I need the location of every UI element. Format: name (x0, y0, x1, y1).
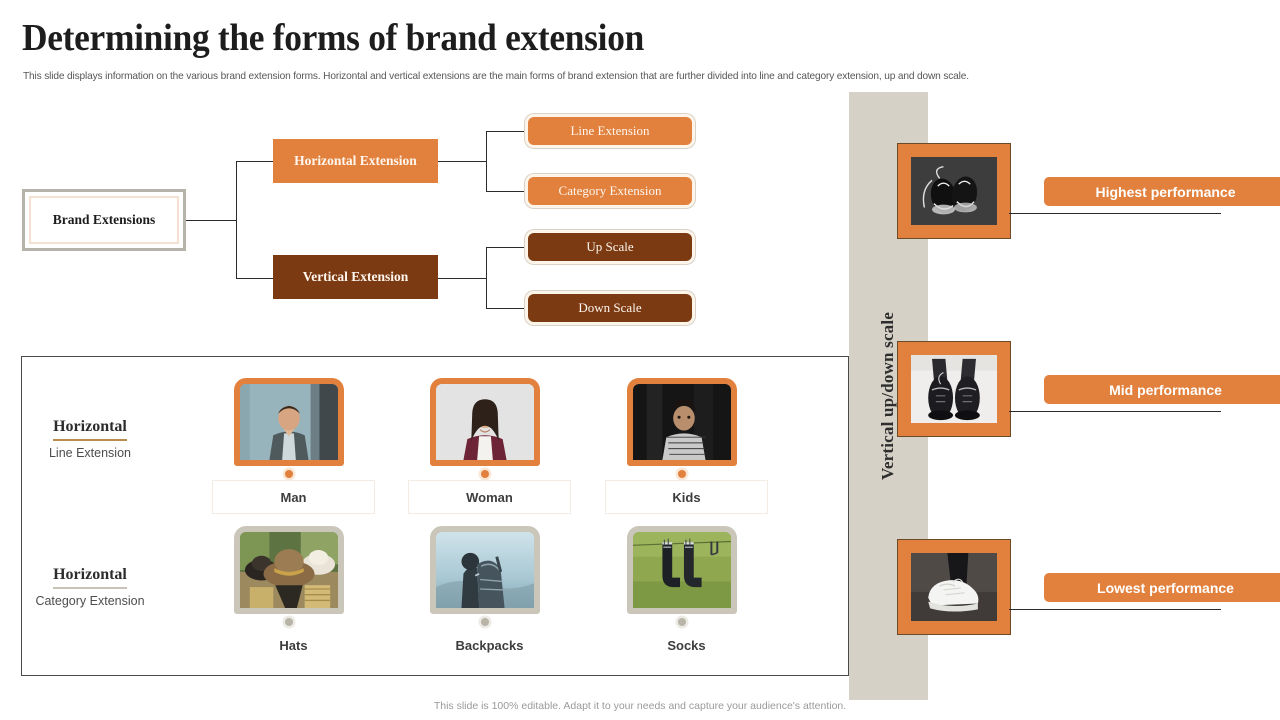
performance-label-lowest[interactable]: Lowest performance (1044, 573, 1280, 602)
performance-label-lowest-text: Lowest performance (1097, 579, 1234, 596)
socks-on-line-photo (633, 532, 731, 608)
hats-photo (240, 532, 338, 608)
connector-dot-socks (678, 618, 686, 626)
row-label-category-extension-subtitle: Category Extension (35, 594, 145, 608)
brand-extension-tree: Brand Extensions Horizontal Extension Ve… (0, 0, 860, 340)
performance-thumb-lowest (897, 539, 1011, 635)
tree-leaf-line-extension-label: Line Extension (570, 123, 650, 138)
tree-node-horizontal-extension-label: Horizontal Extension (294, 152, 417, 168)
page-title: Determining the forms of brand extension (22, 17, 644, 59)
white-sneaker-photo (911, 553, 997, 621)
connector-to-line-extension (486, 131, 526, 132)
connector-dot-backpacks (481, 618, 489, 626)
tree-leaf-down-scale-label: Down Scale (578, 300, 642, 315)
connector-dot-kids (678, 470, 686, 478)
tree-node-vertical-extension-label: Vertical Extension (302, 268, 409, 284)
row-label-category-extension: Horizontal Category Extension (0, 566, 180, 608)
performance-thumb-mid (897, 341, 1011, 437)
photo-card-backpacks[interactable]: Backpacks (430, 526, 540, 653)
tree-node-horizontal-extension[interactable]: Horizontal Extension (273, 139, 438, 183)
dress-shoes-photo (911, 355, 997, 423)
caption-man: Man (212, 480, 375, 514)
connector-to-vertical (236, 278, 274, 279)
woman-portrait-photo (436, 384, 534, 460)
page-subtitle: This slide displays information on the v… (23, 70, 969, 82)
performance-connector-mid (1009, 411, 1221, 412)
tree-leaf-down-scale[interactable]: Down Scale (525, 291, 695, 325)
photo-frame-socks (627, 526, 737, 614)
connector-vertical-stem (438, 278, 486, 279)
tree-node-root[interactable]: Brand Extensions (22, 189, 186, 251)
caption-backpacks: Backpacks (455, 637, 524, 653)
photo-card-kids[interactable]: Kids (605, 378, 768, 514)
connector-to-down-scale (486, 308, 526, 309)
caption-socks: Socks (667, 637, 706, 653)
performance-label-mid[interactable]: Mid performance (1044, 375, 1280, 404)
row-label-category-extension-title: Horizontal (53, 566, 127, 589)
connector-dot-woman (481, 470, 489, 478)
man-portrait-photo (240, 384, 338, 460)
photo-card-socks[interactable]: Socks (627, 526, 737, 653)
tree-node-vertical-extension[interactable]: Vertical Extension (273, 255, 438, 299)
backpack-hiker-photo (436, 532, 534, 608)
performance-connector-lowest (1009, 609, 1221, 610)
black-sneakers-photo (911, 157, 997, 225)
row-label-line-extension-subtitle: Line Extension (48, 446, 131, 460)
connector-horizontal-stem (438, 161, 486, 162)
tree-leaf-category-extension-label: Category Extension (558, 183, 662, 198)
photo-card-hats[interactable]: Hats (234, 526, 344, 653)
footer-note: This slide is 100% editable. Adapt it to… (433, 700, 847, 712)
tree-leaf-category-extension[interactable]: Category Extension (525, 174, 695, 208)
performance-thumb-highest (897, 143, 1011, 239)
caption-hats: Hats (279, 637, 308, 653)
photo-frame-man (234, 378, 344, 466)
performance-connector-highest (1009, 213, 1221, 214)
tree-leaf-line-extension[interactable]: Line Extension (525, 114, 695, 148)
tree-leaf-up-scale[interactable]: Up Scale (525, 230, 695, 264)
photo-card-man[interactable]: Man (212, 378, 375, 514)
performance-label-mid-text: Mid performance (1109, 381, 1222, 398)
connector-horizontal-spine (486, 131, 487, 191)
caption-kids: Kids (605, 480, 768, 514)
child-portrait-photo (633, 384, 731, 460)
photo-card-woman[interactable]: Woman (408, 378, 571, 514)
tree-leaf-up-scale-label: Up Scale (586, 239, 634, 254)
connector-to-up-scale (486, 247, 526, 248)
connector-dot-man (285, 470, 293, 478)
connector-spine (236, 161, 237, 279)
performance-label-highest[interactable]: Highest performance (1044, 177, 1280, 206)
row-label-line-extension: Horizontal Line Extension (0, 418, 180, 460)
connector-dot-hats (285, 618, 293, 626)
tree-node-root-label: Brand Extensions (29, 196, 179, 244)
connector-vertical-spine (486, 247, 487, 308)
performance-label-highest-text: Highest performance (1095, 183, 1236, 200)
connector-to-category-extension (486, 191, 526, 192)
photo-frame-woman (430, 378, 540, 466)
photo-frame-kids (627, 378, 737, 466)
connector-root-stem (186, 220, 236, 221)
row-label-line-extension-title: Horizontal (53, 418, 127, 441)
vertical-axis-label-text: Vertical up/down scale (878, 311, 898, 481)
photo-frame-backpacks (430, 526, 540, 614)
connector-to-horizontal (236, 161, 274, 162)
caption-woman: Woman (408, 480, 571, 514)
photo-frame-hats (234, 526, 344, 614)
